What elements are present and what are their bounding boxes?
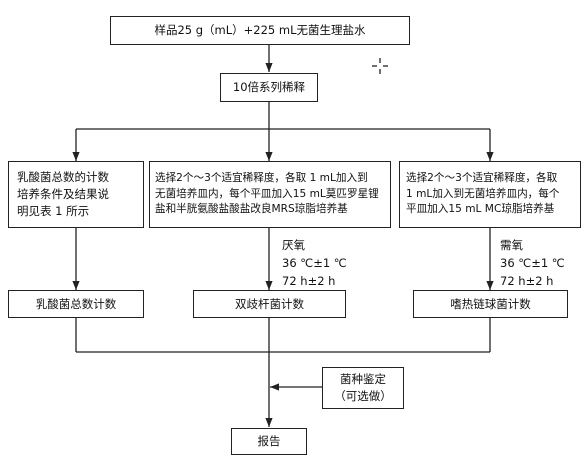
bifido-method-box: 选择2个～3个适宜稀释度，各取 1 mL加入到 无菌培养皿内，每个平皿加入15 …: [149, 161, 391, 228]
identification-box: 菌种鉴定 （可选做）: [322, 367, 404, 409]
sample-box-text: 样品25 g（mL）+225 mL无菌生理盐水: [154, 23, 366, 38]
sample-box: 样品25 g（mL）+225 mL无菌生理盐水: [110, 16, 410, 45]
bifido-count-box: 双歧杆菌计数: [193, 290, 346, 318]
bifido-conditions: 厌氧 36 ℃±1 ℃ 72 h±2 h: [282, 238, 347, 288]
total-method-box: 乳酸菌总数的计数 培养条件及结果说 明见表 1 所示: [8, 161, 144, 228]
bifido-method-text: 选择2个～3个适宜稀释度，各取 1 mL加入到 无菌培养皿内，每个平皿加入15 …: [155, 172, 379, 216]
bifido-count-text: 双歧杆菌计数: [235, 296, 304, 311]
strep-count-text: 嗜热链球菌计数: [450, 296, 531, 311]
strep-count-box: 嗜热链球菌计数: [413, 290, 568, 318]
total-method-text: 乳酸菌总数的计数 培养条件及结果说 明见表 1 所示: [17, 170, 109, 218]
identification-text: 菌种鉴定 （可选做）: [334, 372, 392, 403]
strep-conditions: 需氧 36 ℃±1 ℃ 72 h±2 h: [500, 238, 565, 288]
report-box: 报告: [231, 428, 307, 455]
total-count-box: 乳酸菌总数计数: [8, 290, 144, 318]
total-count-text: 乳酸菌总数计数: [35, 296, 117, 311]
dilution-box: 10倍系列稀释: [220, 73, 318, 102]
dilution-box-text: 10倍系列稀释: [232, 80, 306, 95]
strep-method-text: 选择2个～3个适宜稀释度，各取 1 mL加入到无菌培养皿内，每个 平皿加入15 …: [406, 172, 560, 216]
strep-method-box: 选择2个～3个适宜稀释度，各取 1 mL加入到无菌培养皿内，每个 平皿加入15 …: [399, 161, 581, 228]
crosshair-cursor-icon: [372, 58, 388, 74]
report-text: 报告: [257, 434, 281, 449]
